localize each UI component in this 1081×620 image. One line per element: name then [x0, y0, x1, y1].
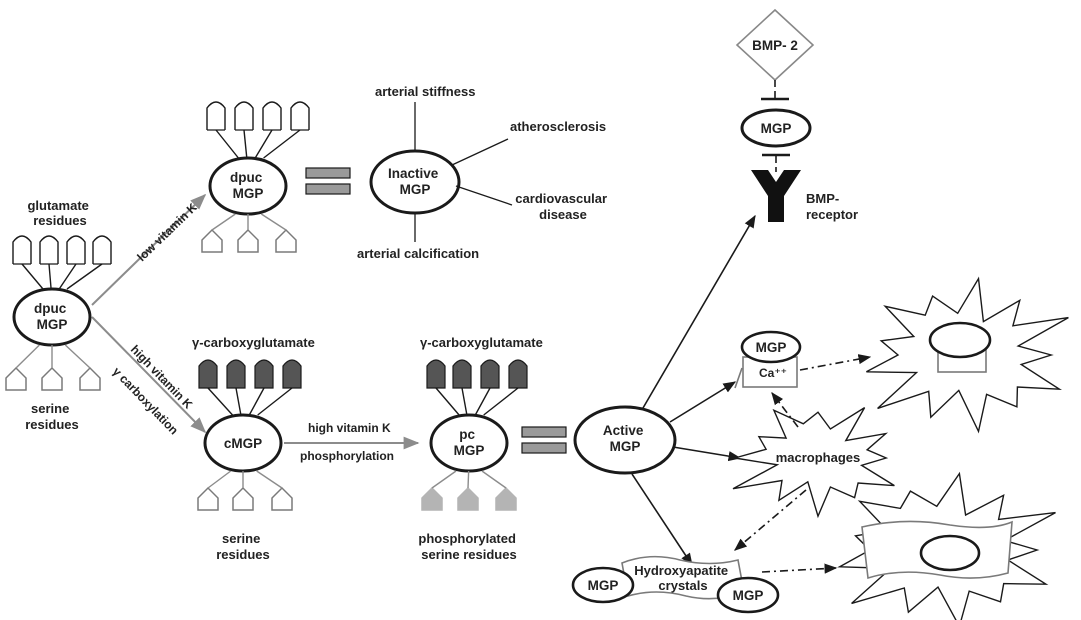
mgp-hydroxyapatite-right-node [716, 576, 780, 614]
carboxyglutamate-residue-icon [426, 359, 446, 389]
dpuc-mgp-node-left-label: dpuc MGP [34, 301, 70, 332]
link-cardiovascular-disease [455, 185, 513, 206]
atherosclerosis-label: atherosclerosis [510, 119, 606, 134]
arrow-to-macrophages [672, 446, 742, 462]
mgp-hydroxyapatite-left-label: MGP [588, 578, 619, 593]
serine-residues-label-left: serine residues [25, 401, 78, 432]
carboxyglutamate-residue-icon [480, 359, 500, 389]
serine-residue-icon [275, 228, 297, 253]
phosphorylation-label: phosphorylation [300, 449, 394, 463]
glutamate-residue-icon [92, 235, 112, 264]
carboxyglutamate-residue-icon [198, 359, 218, 389]
macrophages-label: macrophages [776, 450, 861, 465]
gamma-carboxyglutamate-label-mid: γ-carboxyglutamate [192, 335, 315, 350]
arrow-high-vitamin-k-carboxylation [91, 316, 207, 434]
dashdot-arrow-ca-to-cell [799, 354, 872, 371]
serine-residue-icon [201, 228, 223, 253]
cardiovascular-disease-label: cardiovascular disease [515, 191, 610, 222]
arterial-stiffness-label: arterial stiffness [375, 84, 475, 99]
bmp-receptor-icon [751, 170, 801, 222]
serine-residue-icons-mid [197, 470, 293, 511]
phosphorylated-serine-icons [421, 470, 517, 511]
dashdot-arrow-mac-to-hydroxyapatite [734, 489, 807, 551]
serine-residue-icon [237, 228, 259, 253]
carboxyglutamate-residue-icon [226, 359, 246, 389]
carboxyglutamate-residue-icon [452, 359, 472, 389]
carboxyglutamate-residue-icon [508, 359, 528, 389]
glutamate-residue-icon [12, 235, 32, 264]
macrophages-starburst [732, 407, 895, 519]
carboxyglutamate-icons-right [426, 359, 528, 416]
arrow-to-bmp-receptor [642, 214, 756, 409]
glutamate-residue-icon [66, 235, 86, 264]
arrow-to-hydroxyapatite [631, 473, 693, 567]
carboxyglutamate-residue-icon [282, 359, 302, 389]
arrow-low-vitamin-k [91, 193, 207, 306]
carboxyglutamate-icons-mid [198, 359, 302, 416]
equals-sign-bottom [521, 426, 567, 454]
mgp-hydroxyapatite-right-label: MGP [733, 588, 764, 603]
dashdot-arrow-mac-to-ca [771, 391, 799, 428]
gamma-carboxyglutamate-label-right: γ-carboxyglutamate [420, 335, 543, 350]
glutamate-residue-icon [234, 101, 254, 130]
mgp-top-label: MGP [761, 121, 792, 136]
serine-residue-icon [232, 486, 254, 511]
link-atherosclerosis [451, 138, 509, 166]
pc-mgp-node [429, 413, 509, 473]
pc-mgp-node-label: pc MGP [454, 427, 485, 458]
glutamate-residues-group: glutamate residues [12, 198, 112, 290]
arrow-to-mgp-calcium [669, 381, 737, 423]
serine-residue-icons-top [201, 213, 297, 253]
serine-residue-icon [197, 486, 219, 511]
serine-residue-icon [79, 366, 101, 391]
mgp-ca-label: MGP [756, 340, 787, 355]
active-mgp-node [573, 405, 677, 475]
high-vitamin-k-label: high vitamin K [308, 421, 391, 435]
serine-residue-icon [495, 486, 517, 511]
glutamate-residue-icon [262, 101, 282, 130]
carboxyglutamate-residue-icon [254, 359, 274, 389]
serine-residue-icon [271, 486, 293, 511]
low-vitamin-k-label: low vitamin K [134, 200, 200, 264]
glutamate-residue-icon [206, 101, 226, 130]
calcium-box-stroke [734, 367, 743, 389]
serine-residue-icon [41, 366, 63, 391]
bmp2-label: BMP- 2 [752, 38, 798, 53]
cell-ellipse-top [928, 321, 992, 359]
phosphorylated-serine-label: phosphorylated serine residues [418, 531, 519, 562]
glutamate-residue-icon [290, 101, 310, 130]
serine-residue-icon [457, 486, 479, 511]
calcium-label: Ca⁺⁺ [759, 366, 787, 380]
mgp-top-node [740, 108, 812, 148]
serine-residues-label-mid: serine residues [216, 531, 269, 562]
arterial-calcification-label: arterial calcification [357, 246, 479, 261]
mgp-ca-node [740, 330, 802, 364]
serine-residue-icon [5, 366, 27, 391]
cmgp-node-label: cMGP [224, 436, 262, 451]
hydroxyapatite-label: Hydroxyapatite crystals [634, 563, 732, 593]
inactive-mgp-node-label: Inactive MGP [388, 166, 442, 197]
serine-residue-icons-left [5, 344, 101, 391]
equals-sign-top [305, 167, 351, 195]
glutamate-residue-icons-top [206, 101, 310, 159]
dpuc-mgp-node-top-label: dpuc MGP [230, 170, 266, 201]
glutamate-residues-label: glutamate residues [27, 198, 92, 228]
cell-ellipse-bottom [919, 534, 981, 572]
serine-residue-icon [421, 486, 443, 511]
dashdot-arrow-hydroxyapatite-to-cell [761, 563, 838, 574]
mgp-hydroxyapatite-left-node [571, 566, 635, 604]
glutamate-residue-icons [12, 235, 112, 290]
glutamate-residue-icon [39, 235, 59, 264]
active-mgp-node-label: Active MGP [603, 423, 647, 454]
bmp-receptor-label: BMP- receptor [806, 191, 858, 222]
